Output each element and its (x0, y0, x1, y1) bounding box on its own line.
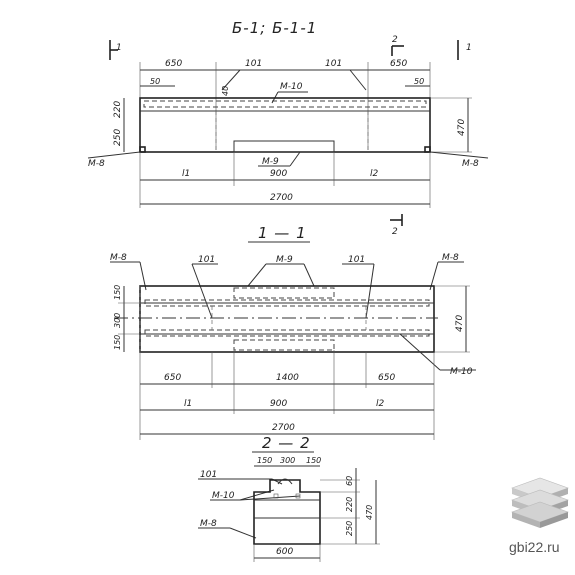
label-m8-left: М-8 (88, 159, 105, 169)
leader-101-right-tail (365, 263, 375, 319)
dim-40: 40 (221, 86, 230, 96)
label-101-left: 101 (198, 255, 215, 265)
section-1-title: 1 — 1 (258, 224, 307, 242)
cut2-label-top: 2 (392, 35, 398, 45)
plate-m8-left (139, 146, 146, 153)
beam-outline (139, 97, 431, 153)
bar-m10-bottom (144, 329, 430, 337)
insert-m9-top (233, 287, 335, 299)
dim-2700: 2700 (270, 193, 293, 203)
insert-m9-bottom (233, 339, 335, 351)
dim-l1: l1 (182, 169, 190, 179)
label-m8-right: М-8 (462, 159, 479, 169)
label-m10: М-10 (212, 491, 235, 501)
dim-600: 600 (276, 547, 293, 557)
label-101: 101 (200, 470, 217, 480)
label-m8-right: М-8 (442, 253, 459, 263)
leader-m9-tail (289, 151, 301, 167)
dim-101-left: 101 (245, 59, 262, 69)
leader-101-left (221, 69, 241, 91)
dim-650-right: 650 (378, 373, 395, 383)
dim-300: 300 (280, 456, 295, 465)
label-m10: М-10 (450, 367, 473, 377)
label-m9: М-9 (276, 255, 293, 265)
dim-650-left: 650 (165, 59, 182, 69)
leader-101-left-tail (191, 263, 213, 319)
dim-1400: 1400 (276, 373, 299, 383)
loop-101 (277, 478, 293, 485)
watermark-text: gbi22.ru (509, 539, 560, 555)
dim-150-bottom: 150 (113, 335, 122, 350)
label-m8: М-8 (200, 519, 217, 529)
dim-150-top: 150 (113, 285, 122, 300)
label-101-right: 101 (348, 255, 365, 265)
leader-m9-b (303, 263, 315, 287)
dim-l2: l2 (370, 169, 379, 179)
dim-l2: l2 (376, 399, 385, 409)
section-1-outline (139, 285, 435, 353)
dim-50-left: 50 (150, 77, 160, 86)
plate-m8-right (424, 146, 431, 153)
dim-l1: l1 (184, 399, 192, 409)
cut-label-right: 1 (466, 43, 472, 53)
cut-label-left: 1 (116, 43, 122, 53)
watermark: gbi22.ru (509, 477, 569, 555)
bar-m10-left (273, 493, 279, 499)
dim-470: 470 (455, 315, 465, 332)
dim-150-left: 150 (257, 456, 272, 465)
label-m8-left: М-8 (110, 253, 127, 263)
dim-60: 60 (345, 476, 354, 486)
dim-150-right: 150 (306, 456, 321, 465)
dim-220: 220 (113, 101, 123, 118)
leader-m8-left (87, 151, 141, 159)
insert-m9 (233, 140, 335, 153)
section-2-2: 2 — 2 150 300 150 101 М-10 М-8 60 220 25 (198, 434, 380, 562)
dim-650-left: 650 (164, 373, 181, 383)
label-m9: М-9 (262, 157, 279, 167)
elevation-view: 1 1 2 650 101 101 650 50 50 40 М-10 (87, 35, 489, 208)
section-2-outline (253, 479, 321, 545)
dim-470: 470 (457, 119, 467, 136)
dim-900: 900 (270, 169, 287, 179)
dim-300: 300 (113, 313, 122, 328)
section-2-title: 2 — 2 (262, 434, 311, 452)
bar-m10-right (295, 493, 301, 499)
section-1-1: 1 — 1 2 М-8 101 М-9 101 М-8 (110, 214, 476, 440)
leader-101-right (349, 69, 367, 91)
dim-250: 250 (113, 129, 123, 146)
dim-900: 900 (270, 399, 287, 409)
leader-m8-right (429, 151, 489, 159)
cut2-label-mid: 2 (392, 227, 398, 237)
bar-m10 (143, 100, 427, 108)
dim-220: 220 (345, 497, 354, 512)
dim-101-right: 101 (325, 59, 342, 69)
leader-m10-b (239, 495, 301, 501)
bar-m10-top (144, 299, 430, 307)
dim-470: 470 (365, 505, 374, 520)
leader-m8-tail (229, 527, 257, 539)
dim-250: 250 (345, 521, 354, 536)
dim-50-right: 50 (414, 77, 424, 86)
drawing-title: Б-1; Б-1-1 (232, 19, 317, 37)
label-m10: М-10 (280, 82, 303, 92)
leader-m10 (399, 333, 441, 371)
leader-m9-a (247, 263, 267, 287)
dim-650-right: 650 (390, 59, 407, 69)
logo-icon (511, 477, 569, 528)
dim-2700: 2700 (272, 423, 295, 433)
